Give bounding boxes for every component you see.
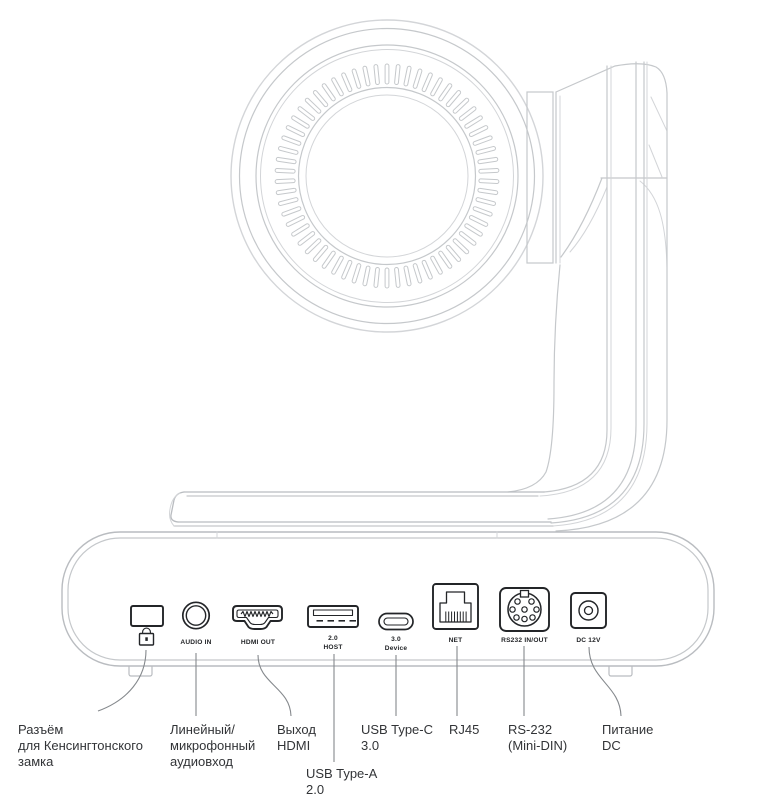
head-ring-2	[238, 27, 536, 325]
bracket-shelf	[169, 491, 554, 527]
callout-rj45: RJ45	[449, 722, 480, 737]
callout-audio: Линейный/ микрофонный аудиовход	[170, 722, 256, 769]
head-inner-ring	[297, 86, 477, 266]
base-inner-shell	[67, 537, 709, 661]
leader-lines	[97, 646, 622, 762]
rs232-label: RS232 IN/OUT	[501, 637, 548, 644]
kensington-lock-icon	[138, 627, 155, 646]
net-label: NET	[449, 637, 463, 644]
hdmi-out-port: HDMI OUT	[232, 605, 283, 646]
lens-tick-ring	[274, 63, 500, 289]
head-outer-ring	[230, 19, 544, 333]
camera-head	[230, 19, 544, 333]
callout-usb-c: USB Type-C 3.0	[361, 722, 434, 753]
audio-in-label: AUDIO IN	[180, 639, 211, 646]
rj45-pins	[445, 611, 467, 622]
audio-in-port: AUDIO IN	[180, 601, 211, 646]
kensington-lock-slot	[130, 605, 164, 646]
rs232-key-notch	[519, 589, 530, 598]
leader-dc	[588, 646, 622, 717]
head-ring-3	[255, 44, 519, 308]
usb-c-label-line1: 3.0	[391, 636, 401, 643]
arm-front-contour	[507, 264, 561, 493]
head-inner-ring-2	[305, 94, 469, 258]
rj45-port: NET	[432, 583, 479, 644]
base-outer-shell	[61, 531, 715, 667]
arm-top-cap	[555, 63, 668, 94]
arm-outer-edge	[555, 92, 668, 532]
camera-base	[61, 531, 715, 667]
hdmi-out-label: HDMI OUT	[241, 639, 275, 646]
callout-dc: Питание DC	[602, 722, 654, 753]
leader-kensington	[97, 649, 147, 712]
dc-power-port: DC 12V	[570, 592, 607, 644]
head-hinge	[526, 91, 554, 264]
head-ring-4	[260, 49, 514, 303]
usb-c-label-line2: Device	[385, 645, 408, 652]
callout-rs232: RS-232 (Mini-DIN)	[508, 722, 568, 753]
camera-arm	[507, 61, 668, 532]
callout-hdmi: Выход HDMI	[277, 722, 316, 753]
usb-a-port: 2.0 HOST	[307, 605, 359, 651]
rs232-port: RS232 IN/OUT	[499, 587, 550, 644]
rs232-pins	[509, 598, 540, 623]
usb-c-port: 3.0 Device	[378, 612, 414, 652]
usb-a-label-line1: 2.0	[328, 635, 338, 642]
dc-12v-label: DC 12V	[576, 637, 601, 644]
usb-a-label-line2: HOST	[323, 644, 342, 651]
leader-hdmi	[257, 654, 292, 717]
callout-kensington: Разъём для Кенсингтонского замка	[18, 722, 143, 769]
callout-usb-a: USB Type-A 2.0	[306, 766, 378, 797]
